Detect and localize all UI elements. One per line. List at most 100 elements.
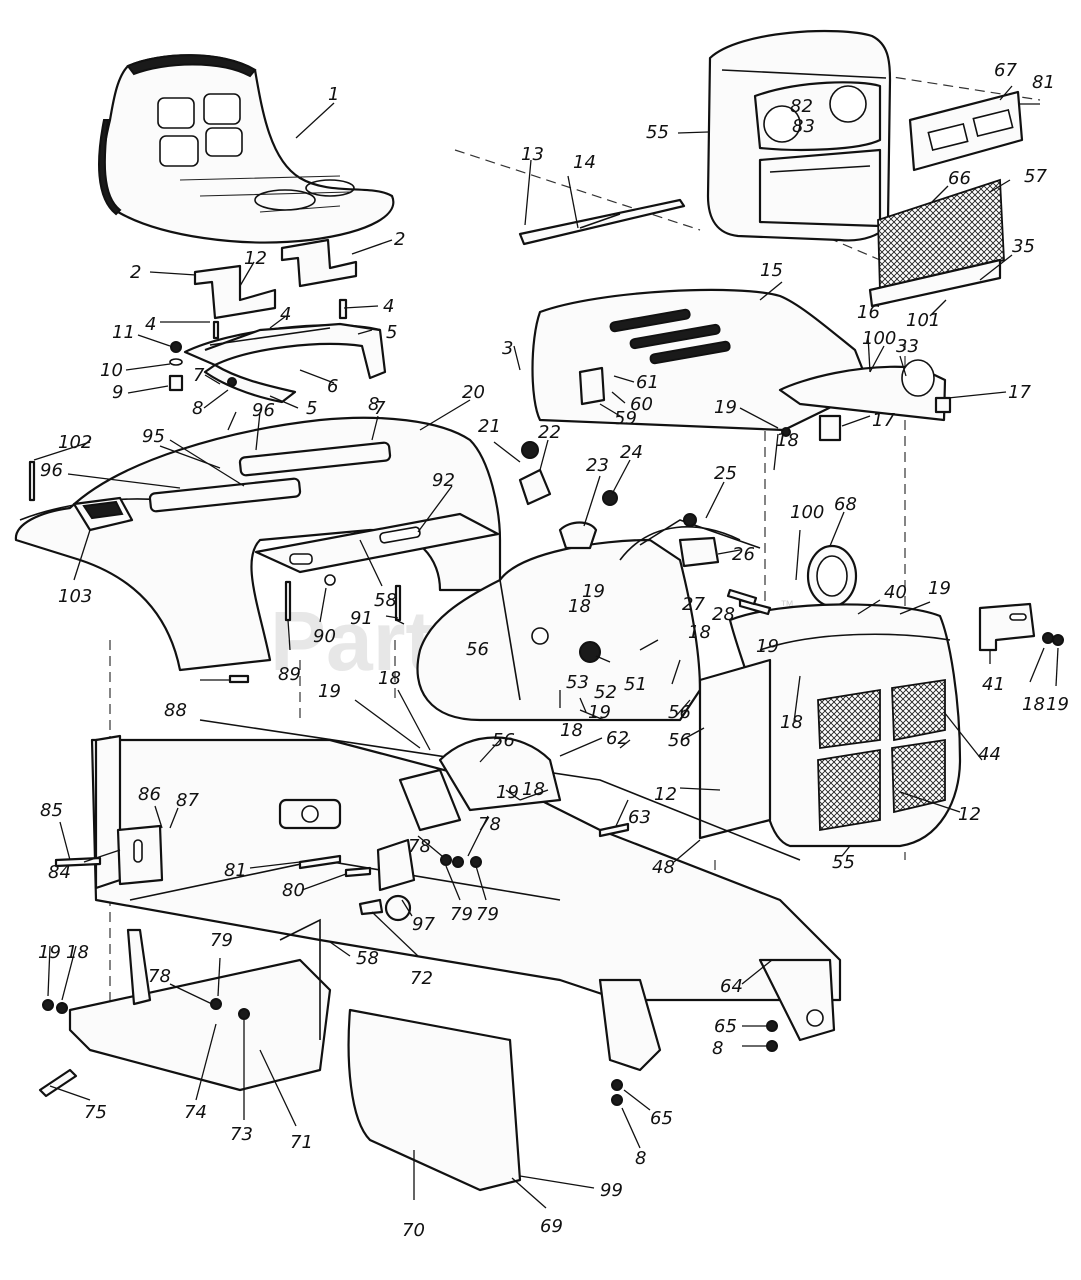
callout-20: 20 xyxy=(462,382,485,403)
hood-top xyxy=(531,288,872,432)
fender-plate xyxy=(254,512,500,586)
callout-81: 81 xyxy=(224,860,247,881)
callout-86: 86 xyxy=(138,784,161,805)
callout-5: 5 xyxy=(386,322,397,343)
callout-18: 18 xyxy=(560,720,583,741)
panel-plate xyxy=(908,90,1024,172)
callout-19: 19 xyxy=(928,578,951,599)
callout-18: 18 xyxy=(780,712,803,733)
callout-72: 72 xyxy=(410,968,433,989)
callout-79: 79 xyxy=(476,904,499,925)
callout-100: 100 xyxy=(862,328,896,349)
callout-99: 99 xyxy=(600,1180,623,1201)
callout-8: 8 xyxy=(192,398,203,419)
callout-101: 101 xyxy=(906,310,940,331)
callout-96: 96 xyxy=(252,400,275,421)
callout-19: 19 xyxy=(588,702,611,723)
callout-78: 78 xyxy=(408,836,431,857)
footrest xyxy=(68,918,332,1092)
callout-79: 79 xyxy=(450,904,473,925)
callout-7: 7 xyxy=(193,365,205,386)
callout-7: 7 xyxy=(374,398,386,419)
callout-4: 4 xyxy=(383,296,394,317)
callout-40: 40 xyxy=(884,582,907,603)
callout-1: 1 xyxy=(328,84,339,105)
callout-63: 63 xyxy=(628,807,651,828)
callout-61: 61 xyxy=(636,372,659,393)
callout-33: 33 xyxy=(896,336,919,357)
skirt-panel xyxy=(347,1008,522,1192)
callout-27: 27 xyxy=(682,594,705,615)
callout-19: 19 xyxy=(496,782,519,803)
callout-26: 26 xyxy=(732,544,755,565)
callout-19: 19 xyxy=(318,681,341,702)
callout-58: 58 xyxy=(356,948,379,969)
callout-19: 19 xyxy=(582,581,605,602)
front-nose xyxy=(698,603,962,848)
callout-2: 2 xyxy=(130,262,141,283)
callout-18: 18 xyxy=(568,596,591,617)
callout-88: 88 xyxy=(164,700,187,721)
callout-23: 23 xyxy=(586,455,609,476)
callout-16: 16 xyxy=(857,302,880,323)
headlight-ring xyxy=(806,544,858,608)
callout-15: 15 xyxy=(760,260,783,281)
callout-67: 67 xyxy=(994,60,1017,81)
mount-bracket xyxy=(116,824,164,886)
callout-numbers: 1 2 2 3 4 4 4 5 5 6 7 7 8 8 8 8 9 10 11 … xyxy=(38,60,1069,1241)
callout-78: 78 xyxy=(148,966,171,987)
callout-11: 11 xyxy=(112,322,135,343)
callout-66: 66 xyxy=(948,168,971,189)
callout-8: 8 xyxy=(712,1038,723,1059)
callout-41: 41 xyxy=(982,674,1005,695)
callout-4: 4 xyxy=(145,314,156,335)
callout-18: 18 xyxy=(1022,694,1045,715)
callout-12: 12 xyxy=(654,784,677,805)
fender-pan xyxy=(518,159,686,246)
seat-brackets xyxy=(193,238,358,320)
callout-24: 24 xyxy=(620,442,643,463)
seat-rails xyxy=(183,322,387,404)
callout-8: 8 xyxy=(368,394,379,415)
callout-92: 92 xyxy=(432,470,455,491)
callout-70: 70 xyxy=(402,1220,425,1241)
fasteners xyxy=(28,427,1064,1106)
callout-56: 56 xyxy=(668,730,691,751)
callout-25: 25 xyxy=(714,463,737,484)
callout-14: 14 xyxy=(573,152,596,173)
callout-65: 65 xyxy=(714,1016,737,1037)
callout-22: 22 xyxy=(538,422,561,443)
callout-18: 18 xyxy=(776,430,799,451)
hood-bracket xyxy=(778,359,952,442)
callout-82: 82 xyxy=(790,96,813,117)
callout-2: 2 xyxy=(394,229,405,250)
callout-83: 83 xyxy=(792,116,815,137)
callout-3: 3 xyxy=(502,338,513,359)
dash-panel xyxy=(706,29,892,242)
side-bracket xyxy=(978,602,1036,652)
callout-19: 19 xyxy=(38,942,61,963)
callout-75: 75 xyxy=(84,1102,107,1123)
callout-56: 56 xyxy=(466,639,489,660)
callout-44: 44 xyxy=(978,744,1001,765)
callout-17: 17 xyxy=(872,410,895,431)
callout-53: 53 xyxy=(566,672,589,693)
callout-91: 91 xyxy=(350,608,373,629)
callout-19: 19 xyxy=(756,636,779,657)
callout-100: 100 xyxy=(790,502,824,523)
callout-9: 9 xyxy=(112,382,123,403)
callout-19: 19 xyxy=(1046,694,1069,715)
callout-62: 62 xyxy=(606,728,629,749)
callout-78: 78 xyxy=(478,814,501,835)
callout-90: 90 xyxy=(313,626,336,647)
callout-73: 73 xyxy=(230,1124,253,1145)
callout-12: 12 xyxy=(244,248,267,269)
callout-17: 17 xyxy=(1008,382,1031,403)
callout-6: 6 xyxy=(327,376,338,397)
callout-57: 57 xyxy=(1024,166,1047,187)
callout-97: 97 xyxy=(412,914,435,935)
switch-components xyxy=(518,441,741,568)
callout-69: 69 xyxy=(540,1216,563,1237)
callout-85: 85 xyxy=(40,800,63,821)
